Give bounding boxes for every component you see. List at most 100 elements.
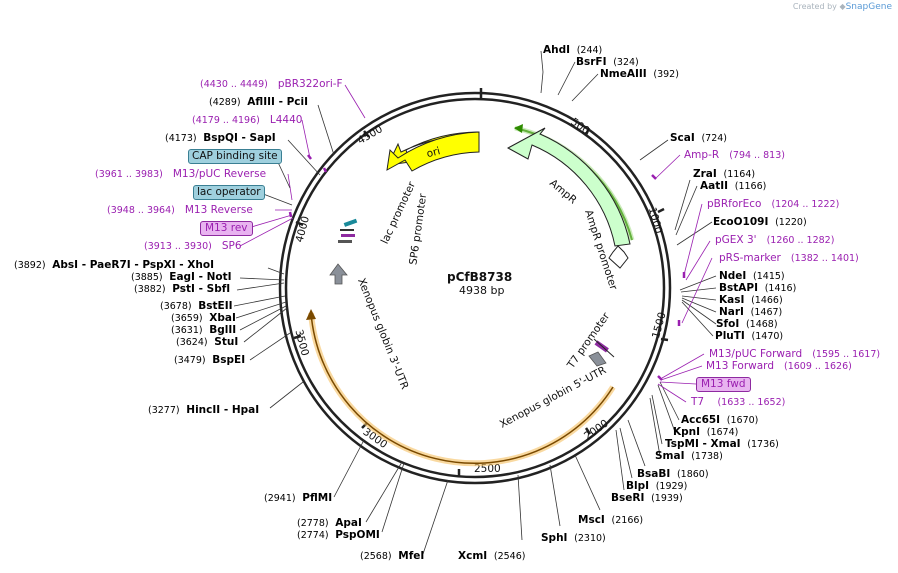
- enzyme-xcmi[interactable]: XcmI (2546): [458, 550, 525, 562]
- enzyme-position: (1468): [745, 319, 778, 330]
- enzyme-bspqi-sapi[interactable]: (4173) BspQI - SapI: [165, 132, 276, 144]
- primer-marks: [288, 154, 686, 381]
- enzyme-name: BspQI - SapI: [203, 132, 276, 144]
- enzyme-mfei[interactable]: (2568) MfeI: [360, 550, 424, 562]
- enzyme-bspei[interactable]: (3479) BspEI: [174, 354, 245, 366]
- primer-leaders-left: [239, 84, 366, 247]
- enzyme-zrai[interactable]: ZraI (1164): [693, 168, 755, 180]
- primer-l4440[interactable]: (4179 .. 4196) L4440: [192, 114, 302, 126]
- primer-position: (1382 .. 1401): [790, 253, 859, 264]
- primer-pgex3[interactable]: pGEX 3' (1260 .. 1282): [715, 234, 834, 246]
- enzyme-name: EcoO109I: [713, 216, 769, 228]
- primer-position: (1204 .. 1222): [771, 199, 840, 210]
- primer-name: Amp-R: [684, 149, 720, 161]
- t7-promoter-arrow[interactable]: [588, 351, 607, 367]
- primer-t7[interactable]: T7 (1633 .. 1652): [691, 396, 785, 408]
- primer-name: M13 fwd: [701, 378, 746, 390]
- primer-position: (1260 .. 1282): [766, 235, 835, 246]
- enzyme-psti-sbfi[interactable]: (3882) PstI - SbfI: [134, 283, 230, 295]
- enzyme-msci[interactable]: MscI (2166): [578, 514, 643, 526]
- enzyme-eagi-noti[interactable]: (3885) EagI - NotI: [131, 271, 232, 283]
- primer-m13-puc-forward[interactable]: M13/pUC Forward (1595 .. 1617): [709, 348, 880, 360]
- enzyme-bsteii[interactable]: (3678) BstEII: [160, 300, 233, 312]
- enzyme-aatii[interactable]: AatII (1166): [700, 180, 766, 192]
- enzyme-bsrfi[interactable]: BsrFI (324): [576, 56, 639, 68]
- enzyme-sfoi[interactable]: SfoI (1468): [716, 318, 778, 330]
- enzyme-afliii-pcii[interactable]: (4289) AflIII - PciI: [209, 96, 308, 108]
- cap-binding-site-label: CAP binding site: [192, 150, 278, 162]
- enzyme-position: (2568): [360, 551, 392, 562]
- enzyme-absi-xhoi[interactable]: (3892) AbsI - PaeR7I - PspXI - XhoI: [14, 259, 214, 271]
- enzyme-name: XbaI: [209, 312, 236, 324]
- enzyme-bseri[interactable]: BseRI (1939): [611, 492, 683, 504]
- enzyme-position: (3882): [134, 284, 166, 295]
- t7-site-line: [593, 338, 615, 358]
- enzyme-nmeaiii[interactable]: NmeAIII (392): [600, 68, 679, 80]
- enzyme-name: MfeI: [398, 550, 425, 562]
- lac-site-gray: [338, 240, 352, 243]
- primer-m13-fwd[interactable]: M13 fwd: [696, 377, 751, 392]
- lac-operator-box[interactable]: lac operator: [193, 185, 265, 200]
- enzyme-position: (3277): [148, 405, 180, 416]
- enzyme-apai[interactable]: (2778) ApaI: [297, 517, 362, 529]
- enzyme-name: PluTI: [715, 330, 745, 342]
- enzyme-ahdi[interactable]: AhdI (244): [543, 44, 602, 56]
- enzyme-name: BspEI: [212, 354, 246, 366]
- enzyme-name: MscI: [578, 514, 605, 526]
- enzyme-scai[interactable]: ScaI (724): [670, 132, 727, 144]
- enzyme-position: (1164): [723, 169, 756, 180]
- lac-site-magenta: [341, 234, 355, 237]
- primer-name: M13/pUC Forward: [709, 348, 803, 360]
- primer-position: (1595 .. 1617): [812, 349, 881, 360]
- primer-m13-puc-reverse[interactable]: (3961 .. 3983) M13/pUC Reverse: [95, 168, 266, 180]
- enzyme-nari[interactable]: NarI (1467): [719, 306, 782, 318]
- primer-prs-marker[interactable]: pRS-marker (1382 .. 1401): [719, 252, 859, 264]
- primer-m13-reverse[interactable]: (3948 .. 3964) M13 Reverse: [107, 204, 253, 216]
- ampr-promoter-arrow[interactable]: [608, 245, 629, 269]
- globin3-arrowhead: [306, 309, 316, 320]
- enzyme-smai[interactable]: SmaI (1738): [655, 450, 723, 462]
- enzyme-kpni[interactable]: KpnI (1674): [673, 426, 738, 438]
- primer-m13-forward[interactable]: M13 Forward (1609 .. 1626): [706, 360, 852, 372]
- enzyme-position: (3624): [176, 337, 208, 348]
- enzyme-sphi[interactable]: SphI (2310): [541, 532, 606, 544]
- enzyme-ecoo109i[interactable]: EcoO109I (1220): [713, 216, 807, 228]
- ampr-label: AmpR: [547, 177, 579, 206]
- ampr-feature[interactable]: [506, 127, 631, 247]
- primer-name: M13 Reverse: [184, 204, 253, 216]
- primer-name: pGEX 3': [715, 234, 757, 246]
- primer-pbrforeco[interactable]: pBRforEco (1204 .. 1222): [707, 198, 839, 210]
- enzyme-bglii[interactable]: (3631) BglII: [171, 324, 236, 336]
- enzyme-ndei[interactable]: NdeI (1415): [719, 270, 785, 282]
- enzyme-stui[interactable]: (3624) StuI: [176, 336, 238, 348]
- enzyme-pspomi[interactable]: (2774) PspOMI: [297, 529, 380, 541]
- enzyme-pflmi[interactable]: (2941) PflMI: [264, 492, 332, 504]
- enzyme-position: (3678): [160, 301, 192, 312]
- enzyme-position: (3885): [131, 272, 163, 283]
- globin3-line-core: [310, 312, 614, 465]
- enzyme-acc65i[interactable]: Acc65I (1670): [681, 414, 758, 426]
- enzyme-position: (392): [653, 69, 679, 80]
- enzyme-blpi[interactable]: BlpI (1929): [626, 480, 687, 492]
- cap-binding-site-box[interactable]: CAP binding site: [188, 149, 282, 164]
- tick-label-500: 500: [568, 116, 591, 137]
- enzyme-xbai[interactable]: (3659) XbaI: [171, 312, 236, 324]
- enzyme-pluti[interactable]: PluTI (1470): [715, 330, 783, 342]
- primer-amp-r[interactable]: Amp-R (794 .. 813): [684, 149, 785, 161]
- enzyme-tspmi-xmai[interactable]: TspMI - XmaI (1736): [665, 438, 779, 450]
- primer-pbr322ori-f[interactable]: (4430 .. 4449) pBR322ori-F: [200, 78, 343, 90]
- primer-position: (3948 .. 3964): [107, 205, 175, 216]
- enzyme-name: ZraI: [693, 168, 717, 180]
- enzyme-hincii-hpai[interactable]: (3277) HincII - HpaI: [148, 404, 259, 416]
- primer-sp6[interactable]: (3913 .. 3930) SP6: [144, 240, 242, 252]
- enzyme-bsabi[interactable]: BsaBI (1860): [637, 468, 709, 480]
- enzyme-bstapi[interactable]: BstAPI (1416): [719, 282, 796, 294]
- ori-feature-body: [386, 131, 480, 172]
- enzyme-name: AflIII - PciI: [247, 96, 309, 108]
- globin3-small-arrow[interactable]: [329, 263, 348, 285]
- enzyme-name: BsrFI: [576, 56, 607, 68]
- enzyme-kasi[interactable]: KasI (1466): [719, 294, 783, 306]
- primer-m13-rev[interactable]: M13 rev: [200, 221, 253, 236]
- enzyme-name: PspOMI: [335, 529, 380, 541]
- enzyme-leaders-right: [517, 50, 717, 541]
